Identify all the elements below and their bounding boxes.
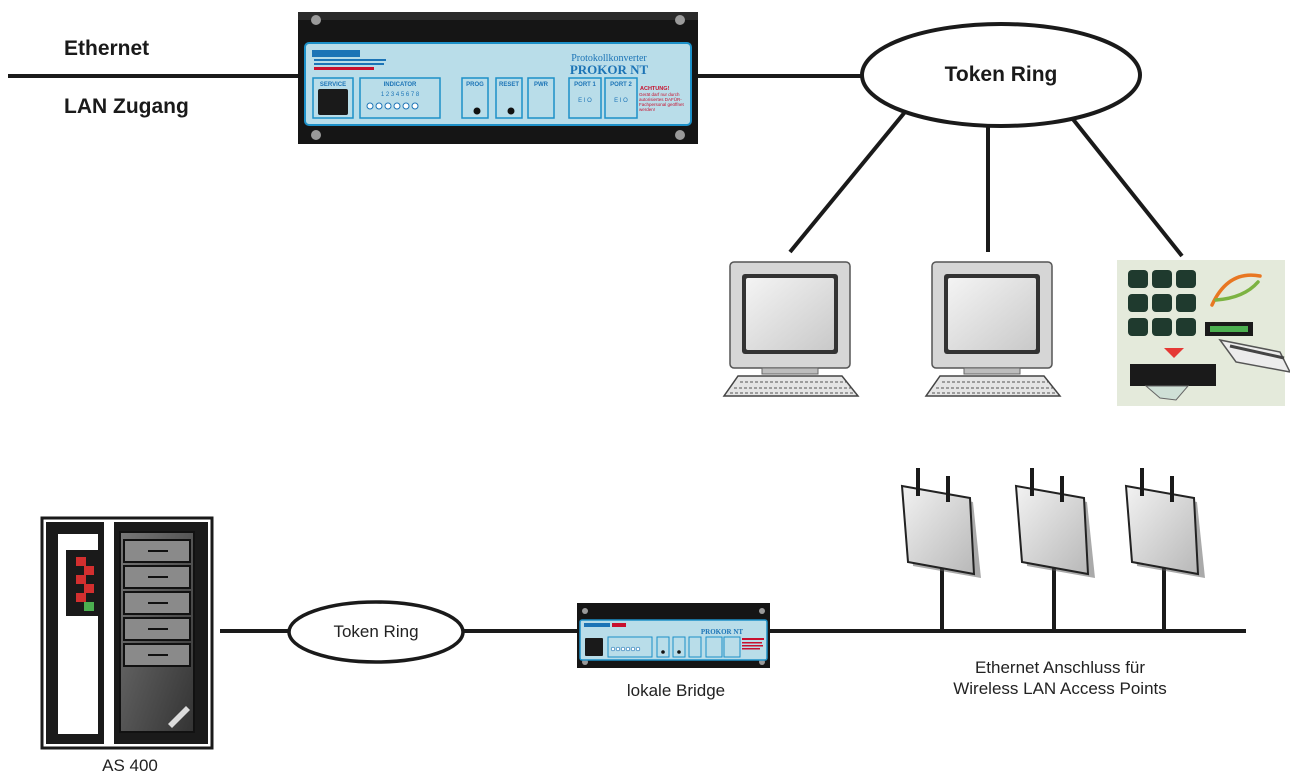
receipt-slot <box>1130 364 1216 386</box>
reset-button <box>507 107 515 115</box>
port2-io: E I O <box>614 98 628 104</box>
ethernet-anschluss-line1: Ethernet Anschluss für <box>974 658 1146 677</box>
status-led-1 <box>76 557 86 566</box>
status-led-4 <box>84 584 94 593</box>
access-point-3 <box>1124 468 1205 578</box>
as400-label: AS 400 <box>102 756 158 775</box>
keypad-keys <box>1128 270 1196 336</box>
lan-zugang-label: LAN Zugang <box>64 95 189 118</box>
computer-1 <box>722 261 860 397</box>
as400-rack <box>40 516 214 750</box>
pwr-label: PWR <box>534 82 549 88</box>
indicator-leds <box>366 102 419 110</box>
prokor-nt-device: Protokollkonverter PROKOR NT SERVICE IND… <box>298 12 698 144</box>
port2-label: PORT 2 <box>610 82 632 88</box>
ethernet-anschluss-line2: Wireless LAN Access Points <box>953 679 1167 698</box>
arrow-down <box>1164 348 1184 358</box>
token-ring-bottom-ellipse <box>287 600 465 664</box>
device-name: PROKOR NT <box>570 62 649 77</box>
lokale-bridge-label: lokale Bridge <box>626 681 726 700</box>
device-subtitle: Protokollkonverter <box>571 53 647 64</box>
port2-box <box>604 77 638 119</box>
bridge-device: PROKOR NT <box>577 603 770 668</box>
ring-link-terminal <box>1070 116 1184 258</box>
bridge-device-name: PROKOR NT <box>701 628 744 636</box>
status-led-6 <box>84 602 94 611</box>
ring-link-pc1 <box>788 110 907 254</box>
indicator-numbers: 1 2 3 4 5 6 7 8 <box>381 92 420 98</box>
reset-box <box>495 77 523 119</box>
port1-box <box>568 77 602 119</box>
status-led-5 <box>76 593 86 602</box>
receipt-paper <box>1144 385 1190 401</box>
status-led-3 <box>76 575 86 584</box>
pwr-box <box>527 77 555 119</box>
token-ring-bottom-label: Token Ring <box>333 622 419 641</box>
swoosh-logo <box>1210 273 1262 307</box>
access-point-2 <box>1014 468 1095 578</box>
service-label: SERVICE <box>320 82 346 88</box>
status-led-2 <box>84 566 94 575</box>
port1-label: PORT 1 <box>574 82 596 88</box>
warning-title: ACHTUNG! <box>640 86 669 92</box>
card-terminal <box>1117 260 1290 406</box>
indicator-box <box>359 77 441 119</box>
prog-label: PROG <box>466 82 484 88</box>
port1-io: E I O <box>578 98 592 104</box>
ethernet-label: Ethernet <box>64 37 150 60</box>
computer-2 <box>924 261 1062 397</box>
brand-logo <box>312 50 360 57</box>
reset-label: RESET <box>499 82 519 88</box>
service-port <box>318 89 348 115</box>
access-point-1 <box>900 468 981 578</box>
token-ring-top-label: Token Ring <box>944 63 1058 86</box>
indicator-label: INDICATOR <box>384 82 417 88</box>
prog-button <box>473 107 481 115</box>
warning-text: Gerät darf nur durch autorisiertes DAFÜR… <box>639 92 684 112</box>
token-ring-top-ellipse <box>860 22 1142 128</box>
